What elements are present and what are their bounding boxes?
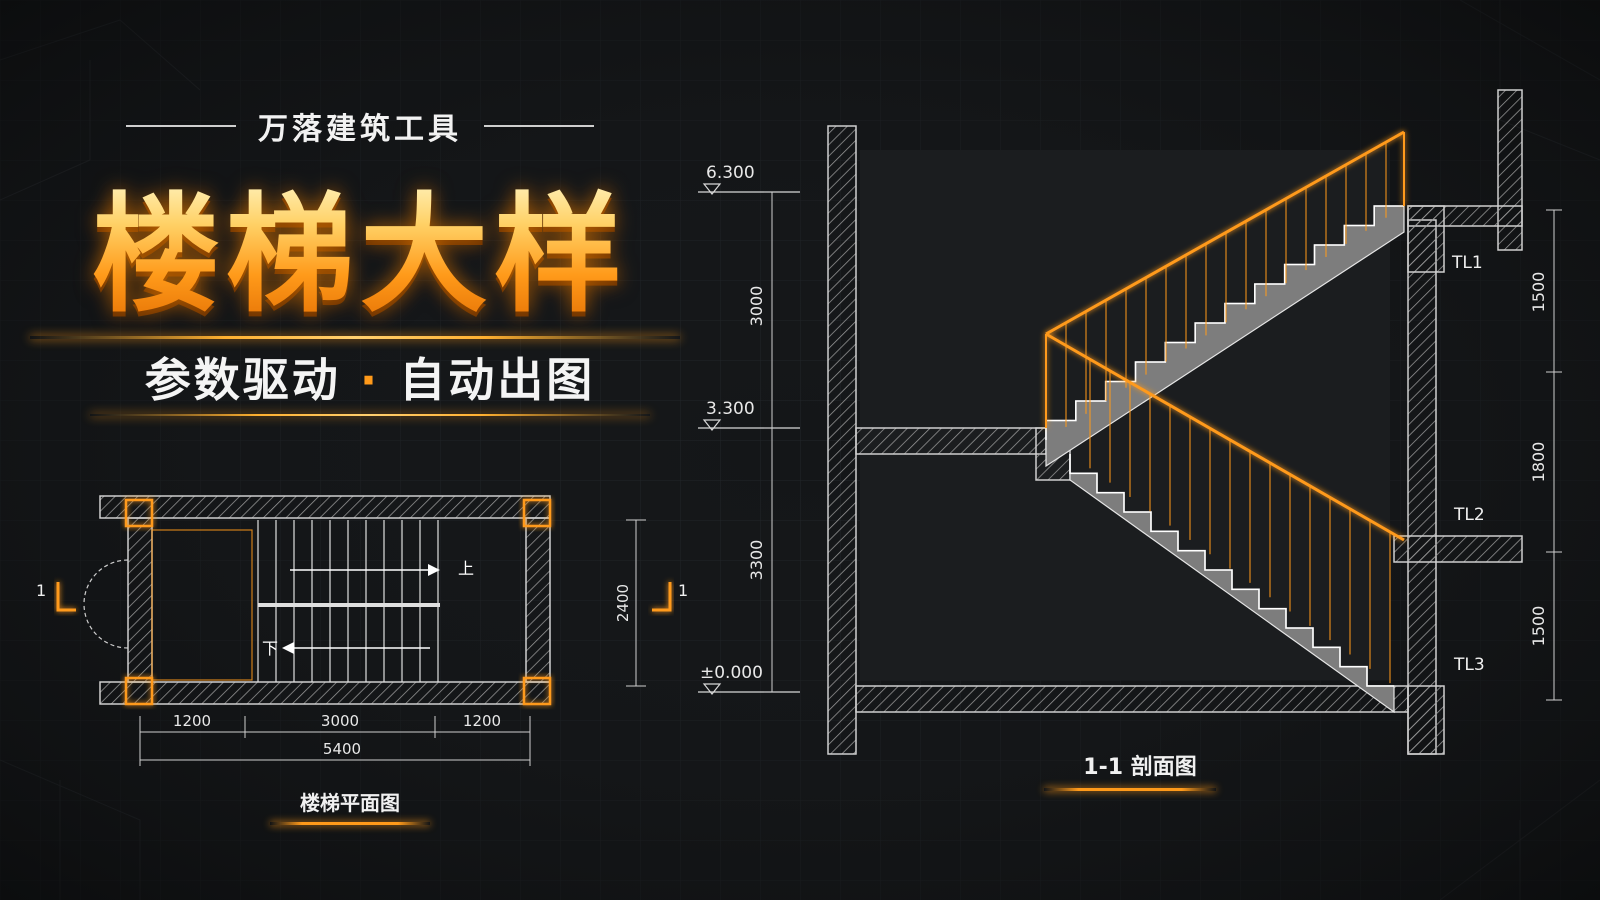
section-wall-left <box>827 125 857 755</box>
section-dim-3300: 3300 <box>747 540 766 581</box>
stair-nosing-edge <box>1045 205 1404 440</box>
section-beam-tl3 <box>1407 685 1445 755</box>
section-wall-right <box>1407 219 1437 755</box>
plan-dim-3: 1200 <box>463 712 501 730</box>
brand-line-right <box>484 125 594 127</box>
plan-wall-left <box>127 517 153 683</box>
level-6300: 6.300 <box>706 163 755 183</box>
plan-dim-1: 1200 <box>173 712 211 730</box>
subtitle-left: 参数驱动 <box>144 353 341 407</box>
beam-label-tl2: TL2 <box>1453 505 1485 525</box>
plan-dimensions <box>139 519 646 766</box>
section-beam-tl1 <box>1407 205 1445 273</box>
plan-treads <box>257 520 439 682</box>
plan-column <box>124 498 154 528</box>
plan-caption-underline <box>270 822 430 825</box>
section-dim-1500-bottom: 1500 <box>1529 606 1548 647</box>
subtitle: 参数驱动 · 自动出图 <box>70 350 670 410</box>
plan-section-mark-right: 1 <box>652 581 688 612</box>
plan-column <box>124 676 154 706</box>
brand-header: 万落建筑工具 <box>100 104 620 148</box>
section-slab-mid <box>855 427 1047 455</box>
section-dim-1500-top: 1500 <box>1529 272 1548 313</box>
section-flight-lower <box>1069 454 1395 714</box>
plan-landing <box>151 529 253 681</box>
subtitle-underline <box>90 414 650 416</box>
plan-door <box>83 559 129 649</box>
brand-name: 万落建筑工具 <box>258 112 462 147</box>
plan-down-arrow <box>282 642 430 654</box>
section-dim-3000: 3000 <box>747 286 766 327</box>
plan-caption: 楼梯平面图 <box>300 791 400 815</box>
section-left-dims <box>764 191 780 693</box>
level-0000: ±0.000 <box>700 663 763 683</box>
subtitle-right: 自动出图 <box>399 353 596 407</box>
section-right-dims <box>1546 209 1562 701</box>
section-landing-tl2 <box>1393 535 1523 563</box>
plan-section-mark-text: 1 <box>678 581 688 600</box>
plan-column <box>522 676 552 706</box>
title-underline <box>30 336 680 339</box>
stair-nosing-edge <box>1069 454 1394 687</box>
plan-dim-total: 5400 <box>323 740 361 758</box>
subtitle-separator: · <box>359 353 381 407</box>
plan-wall-right <box>525 517 551 683</box>
plan-down-label: 下 <box>262 639 278 658</box>
section-balusters <box>1065 142 1391 684</box>
section-slab-ground <box>855 685 1409 713</box>
section-caption: 1-1 剖面图 <box>1083 755 1197 780</box>
level-3300: 3.300 <box>706 399 755 419</box>
brand-line-left <box>126 125 236 127</box>
plan-dim-width: 2400 <box>614 584 632 622</box>
plan-section-mark-text: 1 <box>36 581 46 600</box>
plan-walls <box>99 495 552 706</box>
section-caption-underline <box>1044 788 1216 791</box>
plan-dim-2: 3000 <box>321 712 359 730</box>
section-dim-1800: 1800 <box>1529 442 1548 483</box>
plan-up-label: 上 <box>458 559 474 578</box>
beam-label-tl3: TL3 <box>1453 655 1485 675</box>
main-title: 楼梯大样 <box>60 176 660 336</box>
plan-column <box>522 498 552 528</box>
section-structure <box>827 89 1523 755</box>
plan-up-arrow <box>290 564 440 576</box>
plan-section-mark-left: 1 <box>36 581 76 612</box>
section-level-marks <box>698 183 800 695</box>
beam-label-tl1: TL1 <box>1451 253 1483 273</box>
